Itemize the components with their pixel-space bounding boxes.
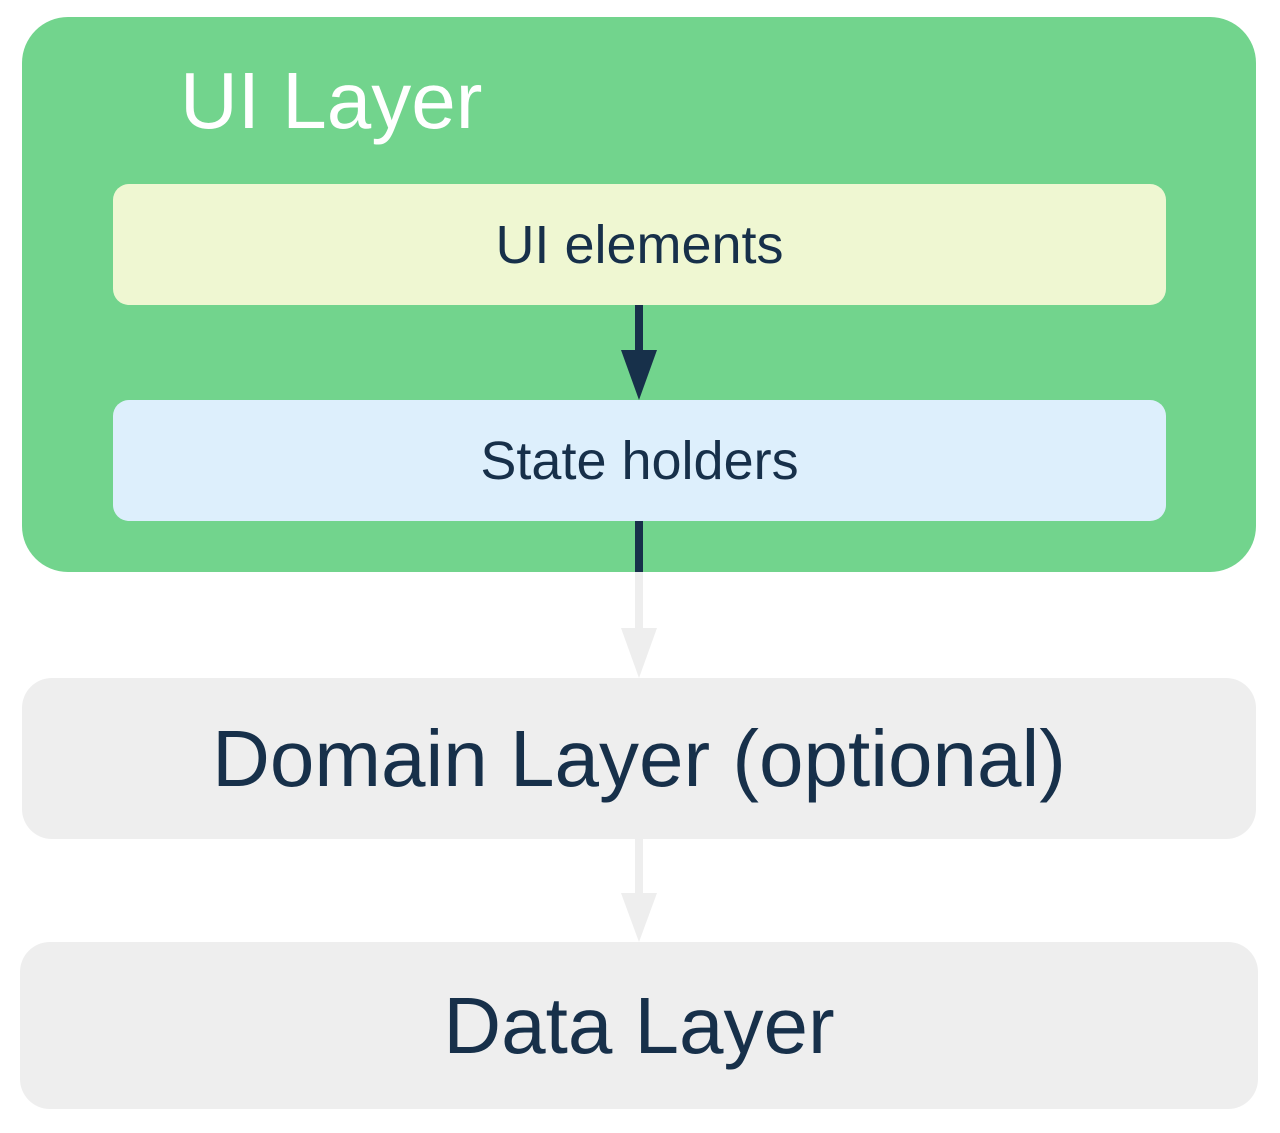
ui-elements-box: UI elements <box>113 184 1166 305</box>
ui-layer-title: UI Layer <box>180 56 483 145</box>
ui-layer-container: UI Layer UI elements State holders <box>22 17 1256 572</box>
state-holders-label: State holders <box>480 430 799 491</box>
state-holders-box: State holders <box>113 400 1166 521</box>
domain-layer-box: Domain Layer (optional) <box>22 678 1256 839</box>
domain-layer-label: Domain Layer (optional) <box>212 713 1066 803</box>
arrow-domain-layer-to-data-layer <box>621 839 657 942</box>
ui-elements-label: UI elements <box>495 214 784 275</box>
data-layer-label: Data Layer <box>443 980 835 1070</box>
data-layer-box: Data Layer <box>20 942 1258 1109</box>
